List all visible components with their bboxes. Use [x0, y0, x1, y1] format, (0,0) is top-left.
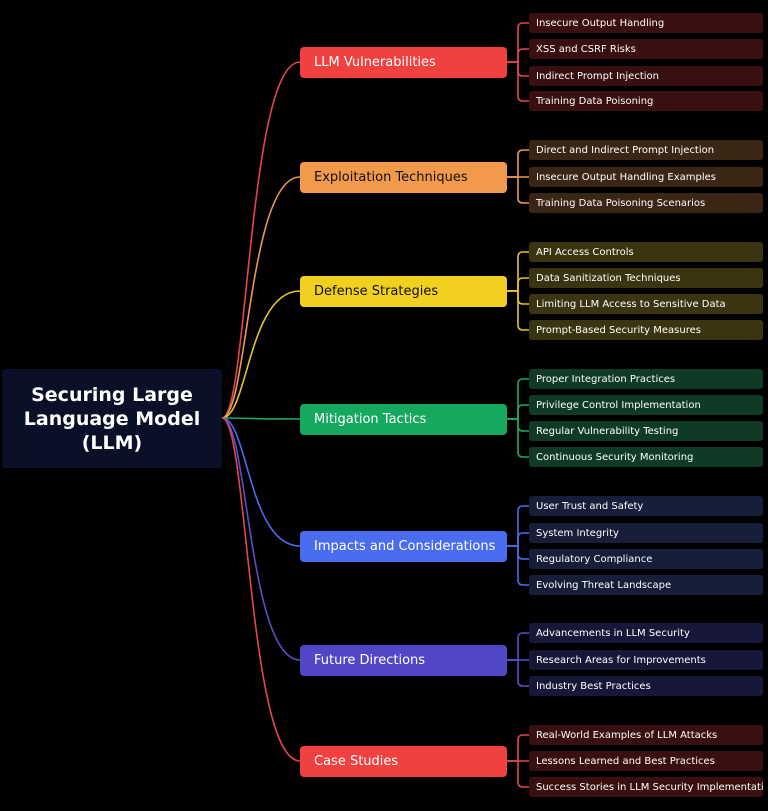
leaf-label: Success Stories in LLM Security Implemen…	[536, 781, 763, 793]
leaf-node[interactable]: Training Data Poisoning	[529, 91, 763, 111]
leaf-label: Research Areas for Improvements	[536, 654, 706, 666]
leaf-label: API Access Controls	[536, 246, 634, 258]
branch-to-leaf-connector	[507, 760, 529, 788]
leaf-node[interactable]: Prompt-Based Security Measures	[529, 320, 763, 340]
leaf-node[interactable]: Proper Integration Practices	[529, 369, 763, 389]
leaf-label: XSS and CSRF Risks	[536, 43, 636, 55]
branch-to-leaf-connector	[507, 404, 529, 420]
leaf-node[interactable]: Regulatory Compliance	[529, 549, 763, 569]
leaf-node[interactable]: XSS and CSRF Risks	[529, 39, 763, 59]
root-to-branch-connector	[221, 417, 301, 547]
leaf-label: Evolving Threat Landscape	[536, 579, 672, 591]
leaf-label: Real-World Examples of LLM Attacks	[536, 729, 718, 741]
leaf-label: Regulatory Compliance	[536, 553, 653, 565]
branch-to-leaf-connector	[507, 418, 529, 458]
branch-node-3[interactable]: Defense Strategies	[300, 275, 507, 307]
root-to-branch-connector	[221, 61, 301, 419]
leaf-node[interactable]: Privilege Control Implementation	[529, 395, 763, 415]
branch-node-6[interactable]: Future Directions	[300, 644, 507, 676]
leaf-label: Insecure Output Handling Examples	[536, 171, 716, 183]
branch-label: Case Studies	[314, 753, 399, 769]
branch-to-leaf-connector	[507, 149, 529, 178]
leaf-node[interactable]: Direct and Indirect Prompt Injection	[529, 140, 763, 160]
leaf-label: Direct and Indirect Prompt Injection	[536, 144, 715, 156]
leaf-label: Lessons Learned and Best Practices	[536, 755, 715, 767]
leaf-node[interactable]: Evolving Threat Landscape	[529, 575, 763, 595]
leaf-label: Advancements in LLM Security	[536, 627, 690, 639]
leaf-node[interactable]: Indirect Prompt Injection	[529, 66, 763, 86]
branch-to-leaf-connector	[507, 48, 529, 63]
leaf-label: Prompt-Based Security Measures	[536, 324, 701, 336]
branch-node-7[interactable]: Case Studies	[300, 745, 507, 777]
branch-node-1[interactable]: LLM Vulnerabilities	[300, 46, 507, 78]
leaf-node[interactable]: Industry Best Practices	[529, 676, 763, 696]
leaf-node[interactable]: User Trust and Safety	[529, 496, 763, 516]
root-title: Securing Large Language Model (LLM)	[23, 383, 201, 454]
leaf-node[interactable]: Insecure Output Handling Examples	[529, 167, 763, 187]
branch-to-leaf-connector	[507, 532, 529, 547]
root-to-branch-connector	[221, 417, 301, 762]
leaf-label: Insecure Output Handling	[536, 17, 665, 29]
branch-to-leaf-connector	[507, 176, 529, 204]
root-to-branch-connector	[221, 417, 301, 661]
leaf-node[interactable]: Data Sanitization Techniques	[529, 268, 763, 288]
branch-label: Future Directions	[314, 652, 426, 668]
leaf-node[interactable]: Research Areas for Improvements	[529, 650, 763, 670]
branch-to-leaf-connector	[507, 659, 529, 687]
leaf-node[interactable]: API Access Controls	[529, 242, 763, 262]
root-to-branch-connector	[221, 290, 301, 419]
branch-label: Defense Strategies	[314, 283, 439, 299]
leaf-label: Indirect Prompt Injection	[536, 70, 659, 82]
leaf-label: Training Data Poisoning Scenarios	[536, 197, 706, 209]
branch-to-leaf-connector	[507, 734, 529, 762]
leaf-node[interactable]: Regular Vulnerability Testing	[529, 421, 763, 441]
leaf-node[interactable]: Lessons Learned and Best Practices	[529, 751, 763, 771]
leaf-node[interactable]: Success Stories in LLM Security Implemen…	[529, 777, 763, 797]
leaf-label: Continuous Security Monitoring	[536, 451, 694, 463]
leaf-node[interactable]: Insecure Output Handling	[529, 13, 763, 33]
branch-node-2[interactable]: Exploitation Techniques	[300, 161, 507, 193]
branch-label: LLM Vulnerabilities	[314, 54, 436, 70]
branch-to-leaf-connector	[507, 632, 529, 661]
branch-to-leaf-connector	[507, 505, 529, 547]
leaf-label: System Integrity	[536, 527, 619, 539]
leaf-label: Regular Vulnerability Testing	[536, 425, 679, 437]
branch-to-leaf-connector	[507, 378, 529, 420]
branch-to-leaf-connector	[507, 251, 529, 292]
branch-label: Mitigation Tactics	[314, 411, 427, 427]
leaf-label: Limiting LLM Access to Sensitive Data	[536, 298, 726, 310]
leaf-label: User Trust and Safety	[536, 500, 644, 512]
branch-to-leaf-connector	[507, 61, 529, 102]
branch-label: Exploitation Techniques	[314, 169, 468, 185]
leaf-node[interactable]: Advancements in LLM Security	[529, 623, 763, 643]
branch-label: Impacts and Considerations	[314, 538, 496, 554]
branch-to-leaf-connector	[507, 277, 529, 292]
leaf-label: Proper Integration Practices	[536, 373, 676, 385]
leaf-label: Data Sanitization Techniques	[536, 272, 681, 284]
leaf-node[interactable]: System Integrity	[529, 523, 763, 543]
leaf-node[interactable]: Training Data Poisoning Scenarios	[529, 193, 763, 213]
branch-to-leaf-connector	[507, 22, 529, 63]
leaf-node[interactable]: Limiting LLM Access to Sensitive Data	[529, 294, 763, 314]
leaf-label: Training Data Poisoning	[536, 95, 654, 107]
leaf-node[interactable]: Real-World Examples of LLM Attacks	[529, 725, 763, 745]
leaf-label: Privilege Control Implementation	[536, 399, 701, 411]
root-to-branch-connector	[221, 417, 301, 420]
branch-to-leaf-connector	[507, 545, 529, 586]
leaf-label: Industry Best Practices	[536, 680, 651, 692]
root-to-branch-connector	[221, 176, 301, 419]
branch-node-4[interactable]: Mitigation Tactics	[300, 403, 507, 435]
root-node[interactable]: Securing Large Language Model (LLM)	[2, 369, 222, 468]
leaf-node[interactable]: Continuous Security Monitoring	[529, 447, 763, 467]
branch-to-leaf-connector	[507, 290, 529, 331]
branch-node-5[interactable]: Impacts and Considerations	[300, 530, 507, 562]
